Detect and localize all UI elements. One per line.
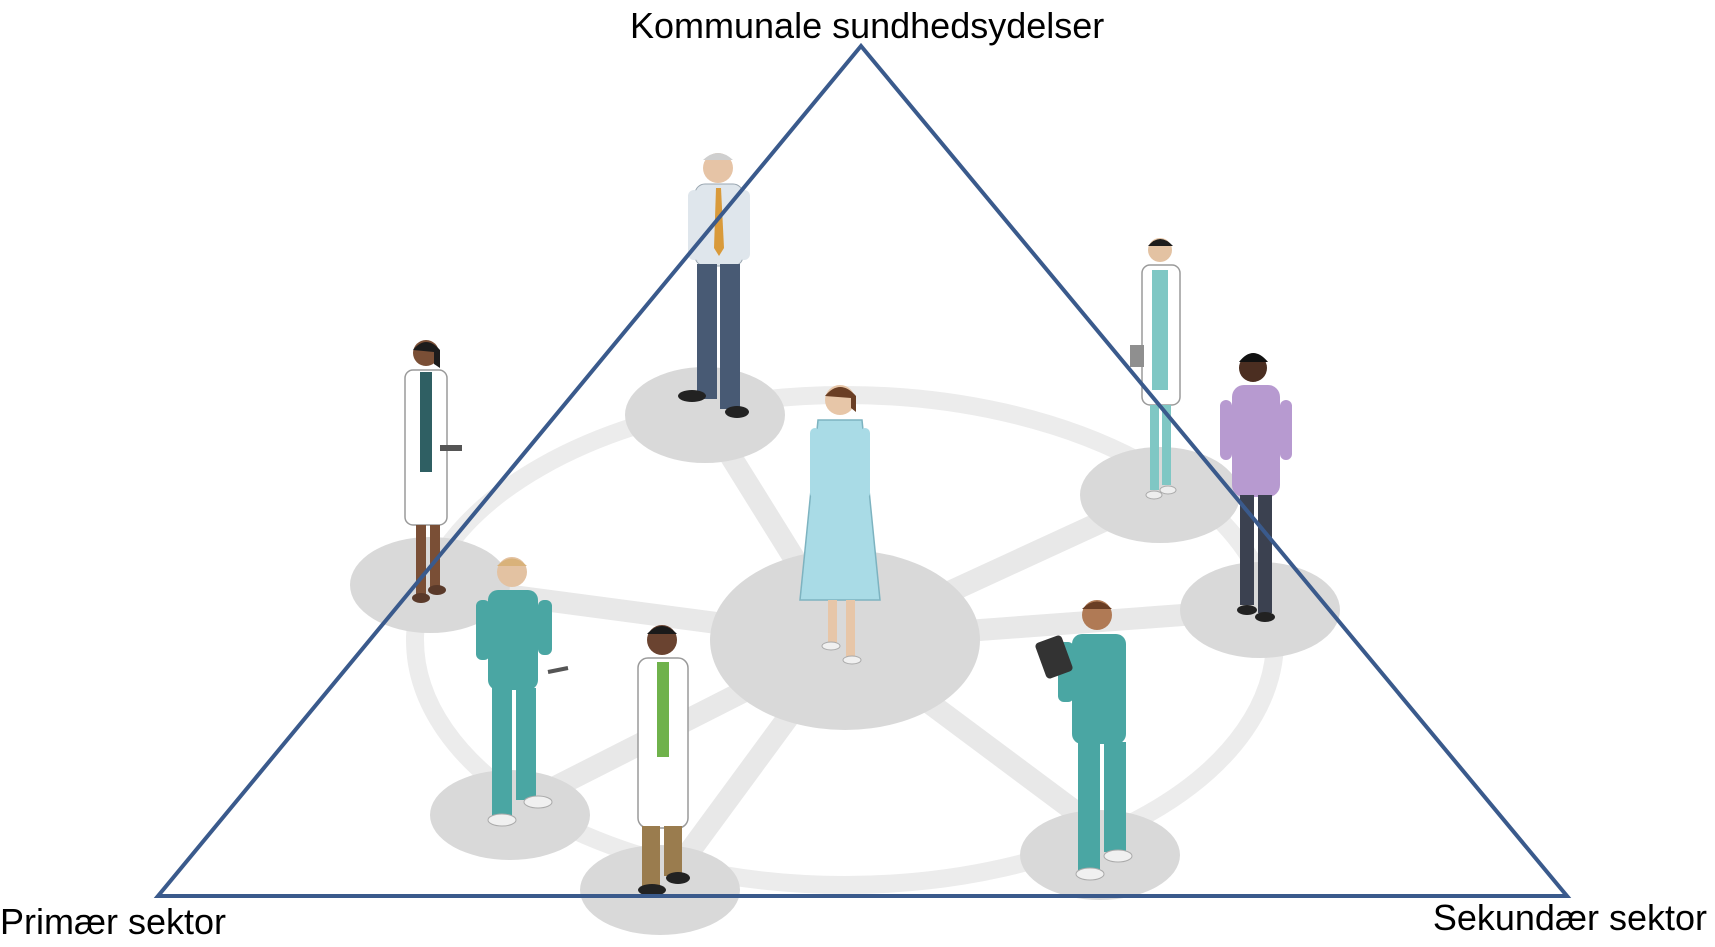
node-top <box>625 367 785 463</box>
sector-triangle <box>153 42 1572 898</box>
vertex-label-primary-sector: Primær sektor <box>0 901 227 942</box>
vertex-label-municipal: Kommunale sundhedsydelser <box>630 5 1105 46</box>
vertex-label-secondary-sector: Sekundær sektor <box>1432 897 1707 938</box>
nurse-scrubs-icon <box>476 557 569 827</box>
nurse-tablet-icon <box>1035 600 1133 881</box>
doctor-lab-coat-icon <box>637 625 690 896</box>
doctor-lab-coat-icon <box>1130 238 1181 500</box>
patient-gown-icon <box>799 385 881 665</box>
doctor-lab-coat-icon <box>404 340 462 603</box>
person-casual-icon <box>1220 353 1292 622</box>
central-node <box>710 550 980 730</box>
person-suit-icon <box>678 153 750 418</box>
